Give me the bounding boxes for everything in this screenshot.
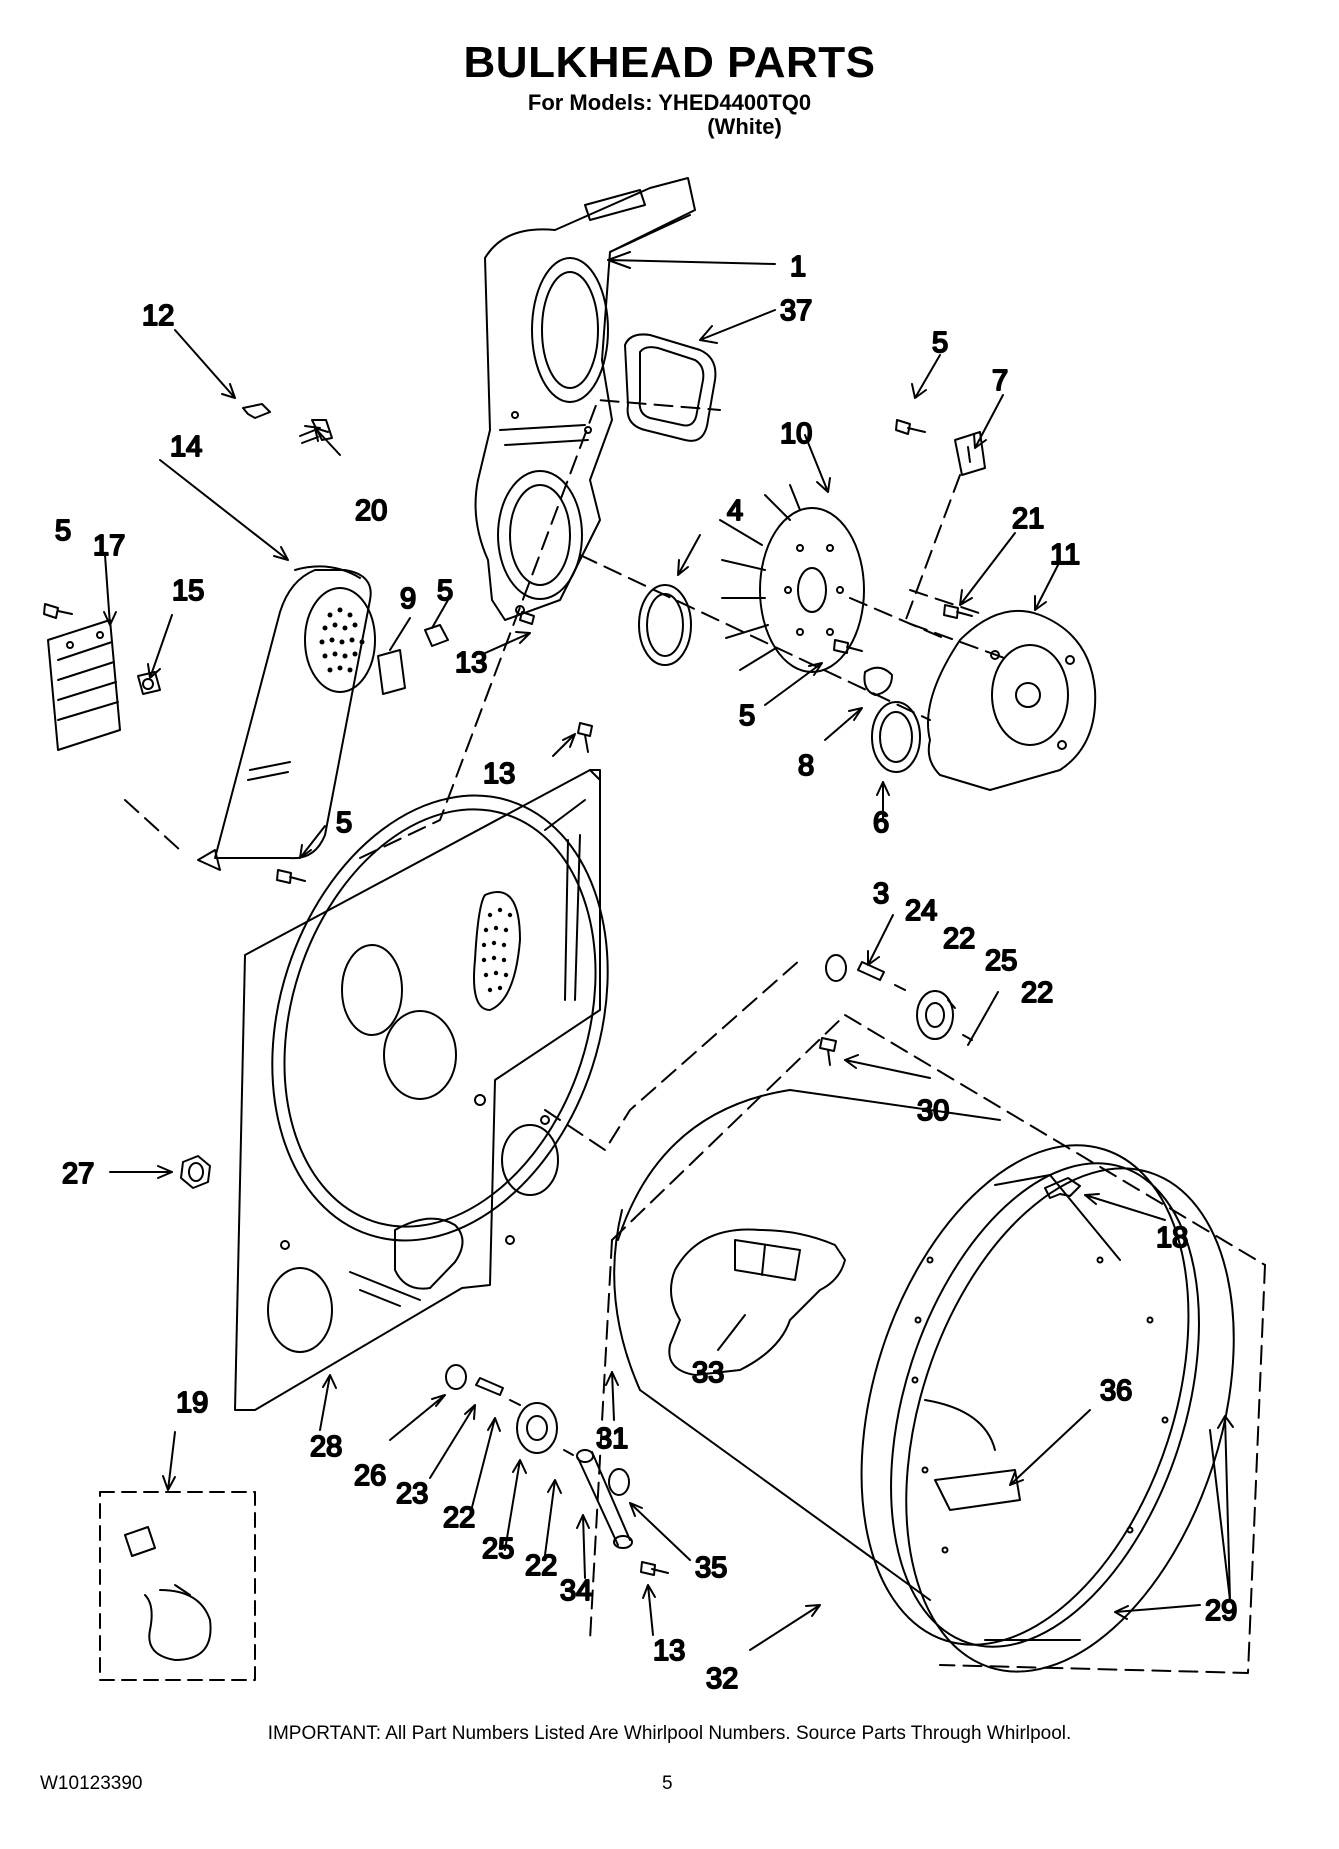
callout-label: 30 — [917, 1095, 949, 1127]
callout-label: 5 — [932, 327, 948, 359]
callout-label: 36 — [1100, 1375, 1132, 1407]
callout-label: 22 — [525, 1550, 557, 1582]
diagram-title: BULKHEAD PARTS — [463, 38, 876, 87]
models-line: For Models: YHED4400TQ0 — [527, 90, 812, 115]
callout-label: 22 — [943, 923, 975, 955]
callout-label: 5 — [437, 575, 453, 607]
callout-label: 25 — [482, 1533, 514, 1565]
callout-label: 31 — [596, 1423, 628, 1455]
callout-label: 9 — [400, 583, 416, 615]
callout-label: 1 — [790, 251, 806, 283]
part-drum-clip — [1044, 1177, 1081, 1199]
part-bearing — [871, 701, 921, 773]
part-front-duct — [474, 177, 696, 621]
callout-label: 3 — [873, 878, 889, 910]
part-drum — [613, 1089, 1200, 1648]
callout-label: 13 — [653, 1635, 685, 1667]
part-nut — [180, 1155, 211, 1189]
callout-label: 12 — [142, 300, 174, 332]
part-harness-kit — [99, 1491, 256, 1681]
callout-label: 5 — [739, 700, 755, 732]
part-thermal-fuse — [377, 624, 449, 695]
callout-label: 34 — [560, 1575, 592, 1607]
part-roller-assembly-upper — [825, 954, 973, 1041]
callout-label: 19 — [176, 1387, 208, 1419]
callout-label: 17 — [93, 530, 125, 562]
callout-label: 25 — [985, 945, 1017, 977]
callout-label: 14 — [170, 431, 202, 463]
part-thermostat-8 — [863, 666, 893, 696]
callout-label: 7 — [992, 365, 1008, 397]
part-blower-seal — [638, 584, 692, 666]
part-blower-housing — [927, 609, 1097, 791]
color-line: (White) — [707, 114, 782, 139]
callout-label: 13 — [483, 758, 515, 790]
document-number: W10123390 — [40, 1773, 143, 1794]
part-clip — [242, 403, 333, 444]
callout-label: 22 — [1021, 977, 1053, 1009]
callout-label: 21 — [1012, 503, 1044, 535]
bulkhead-vent-dots — [481, 907, 513, 993]
lint-grille-dots — [319, 607, 365, 673]
callout-label: 6 — [873, 807, 889, 839]
callout-label: 35 — [695, 1552, 727, 1584]
callout-label: 15 — [172, 575, 204, 607]
callout-label: 10 — [780, 418, 812, 450]
callout-label: 11 — [1050, 539, 1080, 571]
callout-label: 28 — [310, 1431, 342, 1463]
callout-labels: 1 37 12 5 7 10 14 20 4 21 11 5 17 15 9 5… — [54, 250, 1238, 1696]
leader-lines — [103, 251, 1234, 1651]
part-drum-seal — [905, 1167, 1235, 1673]
part-duct-seal — [624, 333, 717, 442]
callout-label: 5 — [55, 515, 71, 547]
part-heater-housing — [47, 619, 121, 751]
callout-label: 27 — [62, 1158, 94, 1190]
part-duct-cover — [197, 565, 376, 871]
callout-label: 22 — [443, 1502, 475, 1534]
callout-label: 24 — [905, 895, 937, 927]
callout-label: 33 — [692, 1357, 724, 1389]
callout-label: 18 — [1156, 1222, 1188, 1254]
callout-label: 26 — [354, 1460, 386, 1492]
callout-label: 23 — [396, 1478, 428, 1510]
part-blower-wheel — [719, 484, 865, 673]
callout-label: 4 — [727, 495, 743, 527]
callout-label: 20 — [355, 495, 387, 527]
callout-label: 13 — [455, 647, 487, 679]
callout-label: 29 — [1205, 1595, 1237, 1627]
callout-label: 32 — [706, 1663, 738, 1695]
callout-label: 37 — [780, 295, 812, 327]
footer-note: IMPORTANT: All Part Numbers Listed Are W… — [267, 1723, 1072, 1744]
part-roller-assembly-lower — [445, 1364, 633, 1549]
part-front-bulkhead — [234, 769, 609, 1411]
part-screws — [43, 419, 973, 1576]
part-bracket-7 — [954, 431, 986, 476]
callout-label: 5 — [336, 807, 352, 839]
page-number: 5 — [662, 1773, 673, 1794]
callout-label: 8 — [798, 750, 814, 782]
assembly-dashed-lines — [124, 399, 1266, 1674]
